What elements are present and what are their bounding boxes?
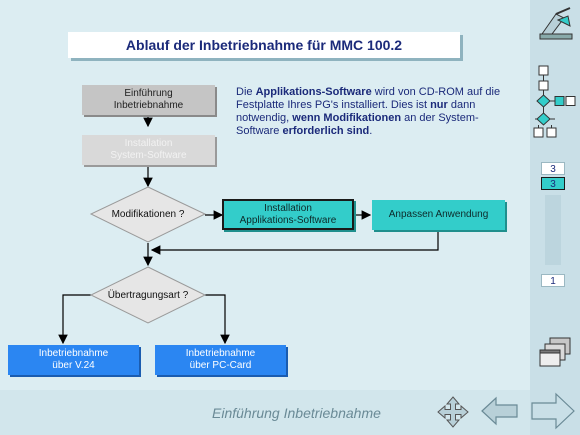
- page-scroll-track[interactable]: [545, 195, 561, 265]
- decision-uebertragungsart-label: Übertragungsart ?: [107, 289, 189, 301]
- decision-diamond-uebertragungsart: [89, 266, 207, 324]
- page-first[interactable]: 1: [541, 274, 565, 287]
- stacked-windows-icon[interactable]: [536, 336, 574, 372]
- description-text: Die Applikations-Software wird von CD-RO…: [236, 86, 501, 137]
- section-label: Einführung Inbetriebnahme: [212, 405, 381, 421]
- construction-tool-icon[interactable]: [534, 6, 576, 46]
- page-title: Ablauf der Inbetriebnahme für MMC 100.2: [68, 32, 460, 58]
- page-total: 3: [541, 162, 565, 175]
- main-panel: [0, 0, 530, 390]
- four-way-arrow-icon[interactable]: [436, 395, 470, 429]
- flowchart-tree-icon[interactable]: [533, 64, 577, 142]
- forward-arrow-icon[interactable]: [530, 391, 576, 431]
- decision-modifikationen-label: Modifikationen ?: [111, 208, 185, 220]
- decision-diamond-modifikationen: [89, 186, 207, 243]
- step-anpassen-anwendung[interactable]: Anpassen Anwendung: [372, 200, 505, 230]
- page-current[interactable]: 3: [541, 177, 565, 190]
- flowchart-connectors: [58, 116, 439, 345]
- back-arrow-icon[interactable]: [480, 395, 520, 427]
